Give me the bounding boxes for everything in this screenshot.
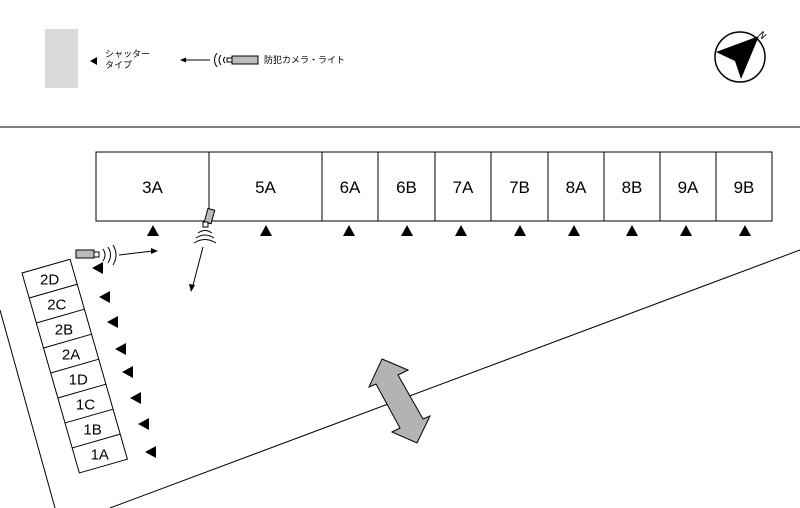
unit-divider	[64, 408, 114, 424]
unit-divider	[43, 333, 92, 349]
top-row-outline	[95, 151, 773, 222]
shutter-arrow-icon	[514, 225, 526, 236]
north-label: N	[756, 30, 768, 42]
unit-divider	[57, 383, 107, 399]
legend: シャッター タイプ 防犯カメラ・ライト	[45, 29, 345, 88]
unit-label-3a: 3A	[142, 178, 163, 197]
north-arrow-icon	[716, 36, 759, 79]
shutter-arrow-icon	[401, 225, 413, 236]
shutter-arrow-icon	[115, 343, 126, 355]
security-camera-top	[189, 207, 217, 292]
shutter-arrow-icon	[99, 291, 110, 303]
shutter-arrow-icon	[147, 225, 159, 236]
compass: N	[714, 30, 768, 83]
unit-label-5a: 5A	[255, 178, 276, 197]
unit-label-1d: 1D	[69, 372, 88, 389]
shutter-arrow-icon	[107, 316, 118, 328]
unit-divider	[36, 308, 85, 324]
shutter-label-line1: シャッター	[105, 49, 150, 60]
unit-divider	[29, 283, 78, 299]
shutter-arrow-icon	[90, 57, 97, 65]
shutter-arrow-icon	[455, 225, 467, 236]
security-camera-left	[75, 244, 158, 266]
entrance-double-arrow-icon	[367, 358, 432, 444]
unit-divider	[72, 433, 121, 449]
unit-label-1a: 1A	[91, 447, 109, 464]
unit-label-1b: 1B	[83, 422, 101, 439]
top-unit-row: 3A 5A 6A 6B 7A 7B 8A 8B 9A 9B	[95, 151, 773, 236]
shutter-arrow-icon	[680, 225, 692, 236]
shutter-arrow-icon	[138, 418, 149, 430]
shutter-arrow-icon	[260, 225, 272, 236]
security-camera-legend-icon	[180, 52, 259, 68]
road-edge-line	[109, 249, 800, 508]
shutter-arrow-icon	[130, 392, 141, 404]
shutter-label-line2: タイプ	[105, 60, 132, 71]
unit-label-1c: 1C	[76, 397, 95, 414]
unit-label-9a: 9A	[678, 178, 699, 197]
shutter-arrow-icon	[626, 225, 638, 236]
left-unit-column: 2D 2C 2B 2A 1D 1C 1B 1A	[21, 258, 129, 474]
unit-label-8a: 8A	[566, 178, 587, 197]
unit-label-2c: 2C	[47, 297, 66, 314]
unit-label-2b: 2B	[55, 322, 73, 339]
unit-label-8b: 8B	[622, 178, 643, 197]
shutter-arrow-icon	[343, 225, 355, 236]
unit-divider	[50, 358, 99, 374]
unit-label-9b: 9B	[734, 178, 755, 197]
unit-label-2d: 2D	[40, 272, 59, 289]
unit-label-7b: 7B	[509, 178, 530, 197]
unit-label-7a: 7A	[453, 178, 474, 197]
shutter-arrow-icon	[122, 366, 133, 378]
unit-label-2a: 2A	[62, 347, 80, 364]
unit-label-6b: 6B	[396, 178, 417, 197]
shutter-arrow-icon	[568, 225, 580, 236]
shutter-arrow-icon	[92, 262, 103, 274]
unit-label-6a: 6A	[340, 178, 361, 197]
shutter-arrow-icon	[739, 225, 751, 236]
camera-light-label: 防犯カメラ・ライト	[264, 54, 345, 66]
shutter-type-swatch	[45, 29, 78, 88]
left-boundary-line	[0, 309, 56, 508]
shutter-arrow-icon	[145, 446, 156, 458]
